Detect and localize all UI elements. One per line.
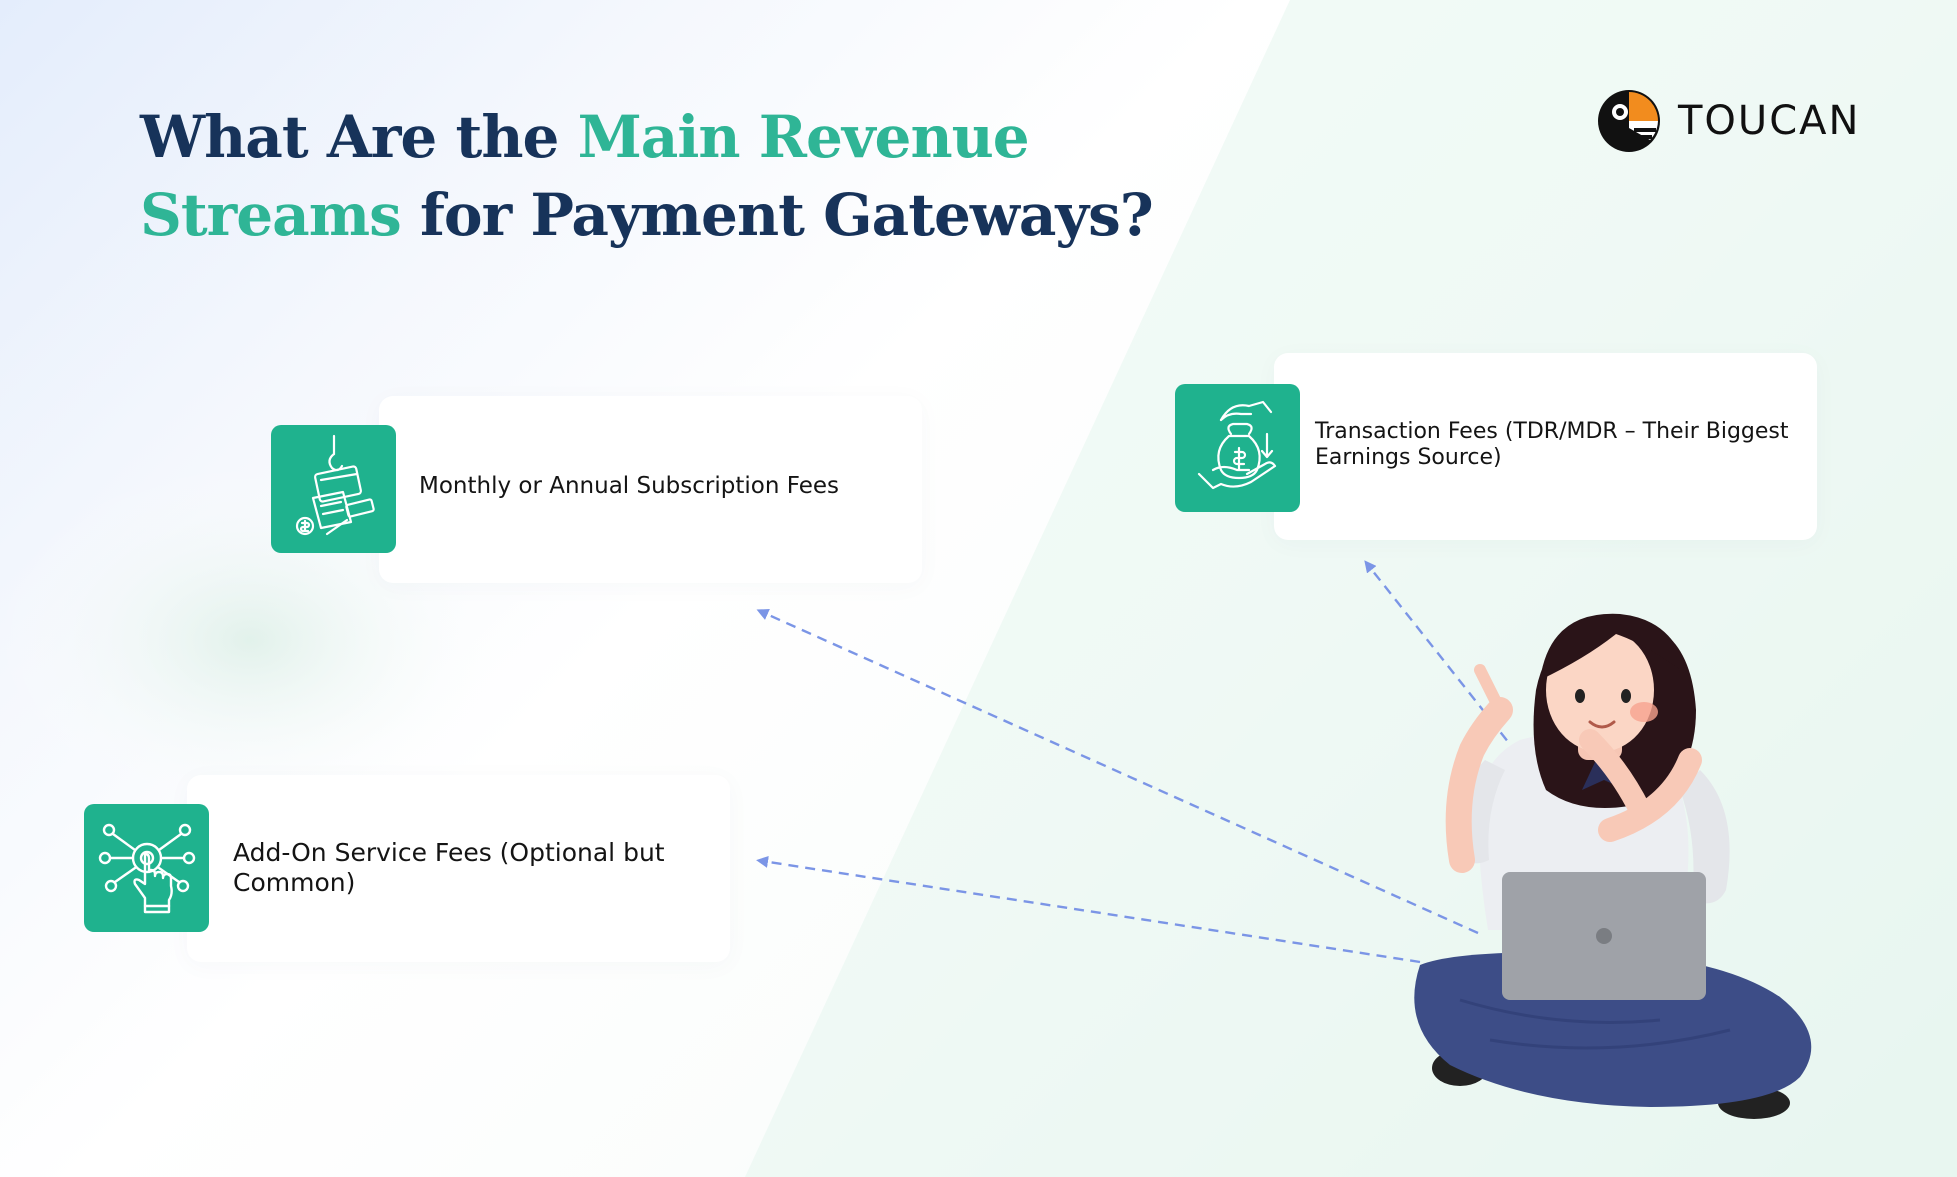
card-subscription-fees <box>379 396 922 583</box>
title-part-2: for Payment Gateways? <box>400 181 1154 249</box>
right-arm <box>1598 748 1702 842</box>
transaction-badge <box>1175 384 1300 512</box>
card-add-on-fees <box>187 775 730 962</box>
toucan-logo: TOUCAN <box>1596 88 1860 154</box>
page-title: What Are the Main Revenue Streams for Pa… <box>140 98 1290 254</box>
hand-money-bag-icon <box>1197 400 1276 490</box>
add-on-badge <box>84 804 209 932</box>
toucan-bird-icon <box>1598 90 1660 152</box>
add-on-fees-label: Add-On Service Fees (Optional but Common… <box>233 838 665 897</box>
right-sleeve <box>1680 770 1730 904</box>
cheek <box>1630 702 1658 722</box>
hair-bangs <box>1540 613 1686 680</box>
subscription-fees-label: Monthly or Annual Subscription Fees <box>419 473 839 499</box>
subscription-card-icon <box>295 434 375 536</box>
title-part-1: What Are the <box>140 103 578 171</box>
transaction-fees-label: Transaction Fees (TDR/MDR – Their Bigges… <box>1315 419 1789 470</box>
smile <box>1588 720 1616 729</box>
card-transaction-fees <box>1274 353 1817 540</box>
right-eye <box>1621 689 1631 703</box>
right-hand <box>1579 729 1651 821</box>
subscription-badge <box>271 425 396 553</box>
network-touch-icon <box>98 823 195 914</box>
brand-name: TOUCAN <box>1678 98 1861 144</box>
laptop-logo <box>1596 928 1612 944</box>
skirt-folds <box>1459 998 1731 1050</box>
left-eye <box>1575 689 1585 703</box>
title-highlight: Main Revenue Streams <box>140 103 1030 249</box>
left-finger <box>1474 664 1506 716</box>
woman-with-laptop-illustration <box>1414 613 1812 1119</box>
left-arm <box>1445 697 1513 873</box>
